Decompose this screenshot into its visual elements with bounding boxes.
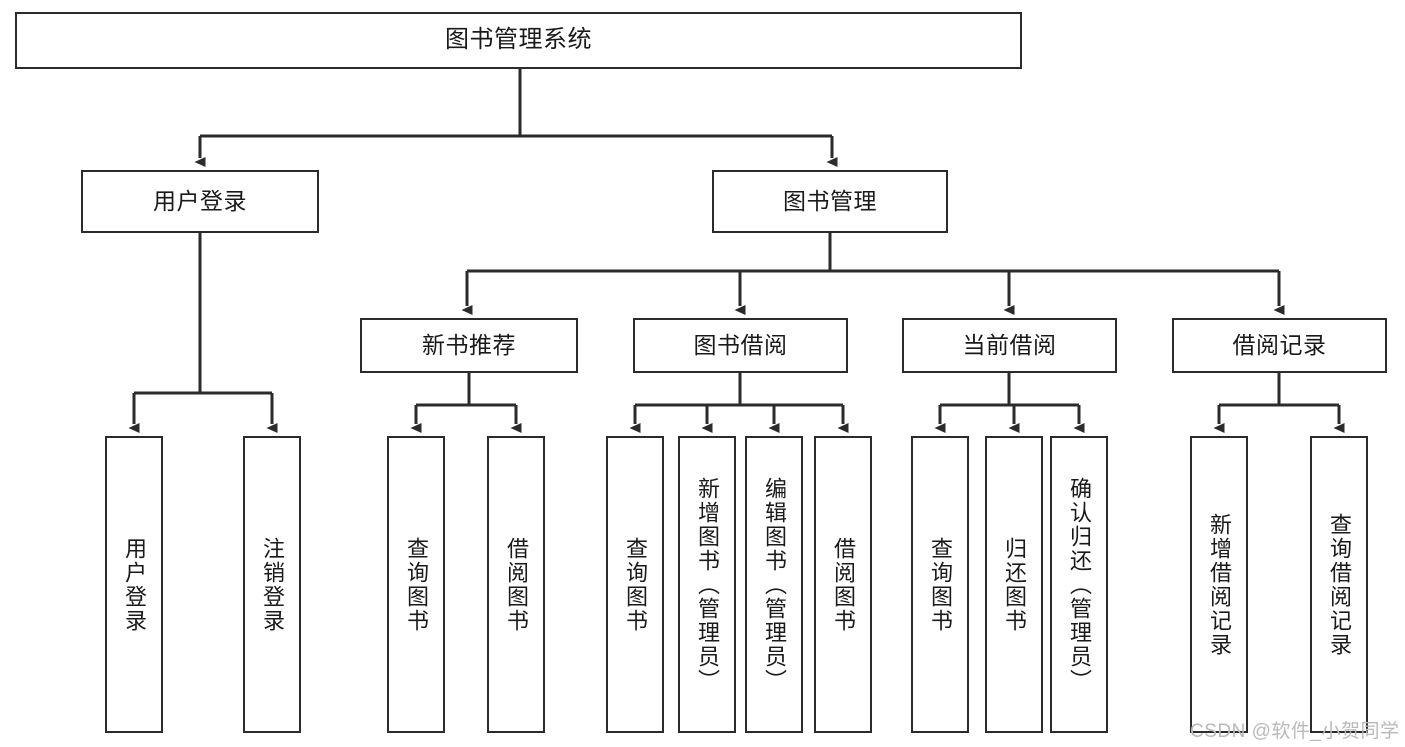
node-label: 新增图书（管理员）: [694, 476, 720, 693]
node-root-system[interactable]: 图书管理系统: [15, 12, 1022, 69]
leaf-query-book-2[interactable]: 查询图书: [606, 436, 664, 733]
node-label: 确认归还（管理员）: [1066, 476, 1092, 693]
node-label: 当前借阅: [962, 331, 1057, 358]
leaf-return-book[interactable]: 归还图书: [985, 436, 1043, 733]
node-book-borrow[interactable]: 图书借阅: [633, 318, 848, 373]
node-label: 借阅记录: [1232, 331, 1327, 358]
node-label: 图书管理系统: [445, 26, 592, 54]
leaf-edit-book-admin[interactable]: 编辑图书（管理员）: [745, 436, 803, 733]
node-label: 查询图书: [927, 536, 953, 633]
node-label: 图书管理: [783, 187, 877, 214]
node-label: 新增借阅记录: [1206, 512, 1232, 657]
node-new-book-recommend[interactable]: 新书推荐: [360, 318, 578, 373]
leaf-add-borrow-record[interactable]: 新增借阅记录: [1190, 436, 1248, 733]
leaf-borrow-book-2[interactable]: 借阅图书: [814, 436, 872, 733]
node-label: 新书推荐: [422, 331, 516, 358]
csdn-watermark: CSDN @软件_小贺同学: [1190, 721, 1400, 742]
node-label: 注销登录: [259, 536, 285, 633]
leaf-confirm-return-admin[interactable]: 确认归还（管理员）: [1050, 436, 1108, 733]
leaf-add-book-admin[interactable]: 新增图书（管理员）: [678, 436, 736, 733]
node-label: 借阅图书: [830, 536, 856, 633]
node-borrow-record[interactable]: 借阅记录: [1172, 318, 1387, 373]
leaf-query-book-1[interactable]: 查询图书: [387, 436, 445, 733]
node-label: 用户登录: [153, 187, 247, 214]
leaf-query-book-3[interactable]: 查询图书: [911, 436, 969, 733]
node-label: 归还图书: [1001, 536, 1027, 633]
leaf-user-login[interactable]: 用户登录: [105, 436, 163, 733]
node-book-manage[interactable]: 图书管理: [712, 170, 948, 233]
node-current-borrow[interactable]: 当前借阅: [902, 318, 1117, 373]
node-label: 编辑图书（管理员）: [761, 476, 787, 693]
node-label: 查询图书: [403, 536, 429, 633]
node-user-login[interactable]: 用户登录: [81, 170, 319, 233]
node-label: 借阅图书: [503, 536, 529, 633]
node-label: 用户登录: [121, 536, 147, 633]
leaf-query-borrow-record[interactable]: 查询借阅记录: [1310, 436, 1368, 733]
node-label: 查询图书: [622, 536, 648, 633]
leaf-logout[interactable]: 注销登录: [243, 436, 301, 733]
node-label: 图书借阅: [693, 331, 788, 358]
leaf-borrow-book-1[interactable]: 借阅图书: [487, 436, 545, 733]
node-label: 查询借阅记录: [1326, 512, 1352, 657]
